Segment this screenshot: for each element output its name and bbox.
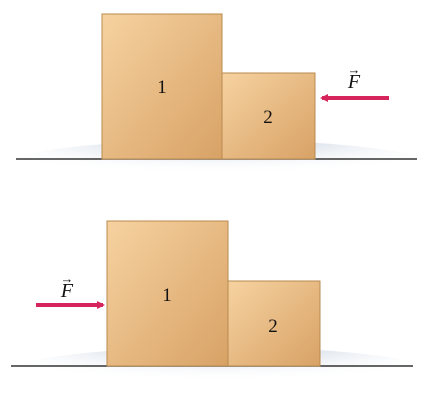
panel-bottom: 1 2 → F bbox=[2, 220, 438, 403]
block-2-label: 2 bbox=[268, 316, 278, 337]
force-symbol: F bbox=[347, 71, 361, 93]
block-2-label: 2 bbox=[263, 107, 273, 128]
block-1-label: 1 bbox=[162, 285, 172, 306]
block-2 bbox=[221, 72, 316, 160]
block-2 bbox=[227, 280, 321, 367]
block-1 bbox=[101, 13, 223, 160]
block-1-label: 1 bbox=[157, 77, 167, 98]
block-1 bbox=[106, 220, 229, 367]
force-vector-mark: → bbox=[61, 271, 74, 286]
panel-top: 1 2 → F bbox=[0, 13, 438, 196]
force-vector-mark: → bbox=[348, 62, 361, 77]
force-symbol: F bbox=[60, 280, 74, 302]
